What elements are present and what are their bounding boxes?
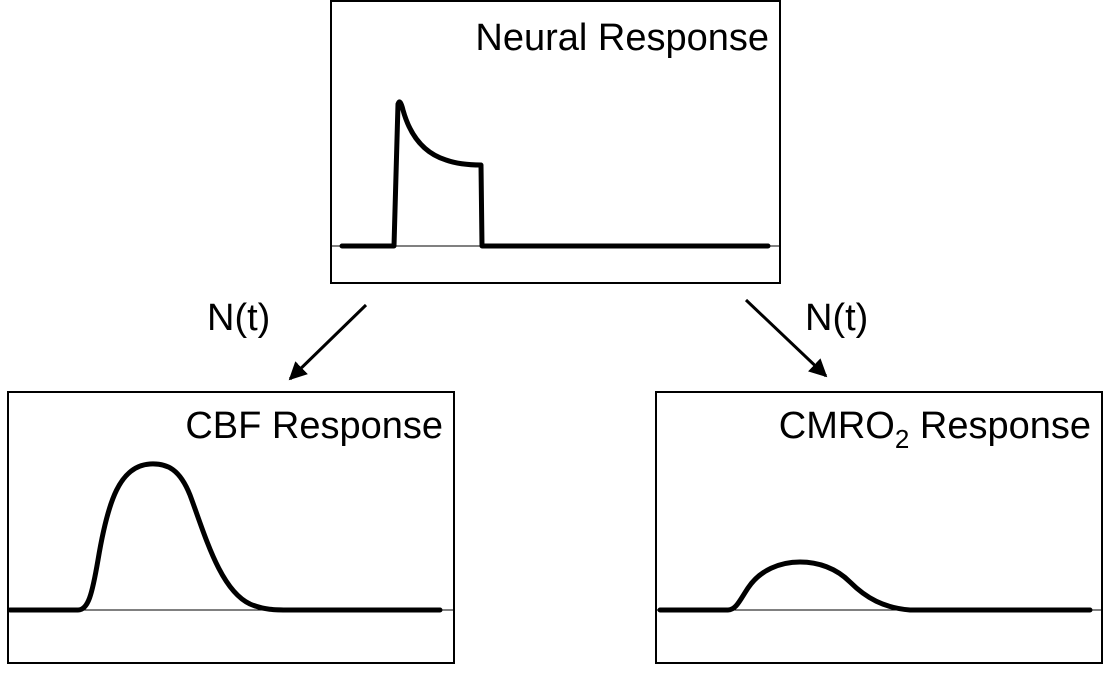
cmro2-response-frame xyxy=(655,391,1103,664)
neural-response-panel: Neural Response xyxy=(330,0,781,284)
arrow-right-line xyxy=(744,298,828,378)
cbf-response-frame xyxy=(7,391,455,664)
arrow-right-label: N(t) xyxy=(805,297,868,339)
cmro2-title-main: CMRO xyxy=(779,405,895,447)
cmro2-title-subscript: 2 xyxy=(895,424,909,454)
arrow-neural-to-cbf: N(t) xyxy=(207,297,368,381)
cmro2-response-curve xyxy=(657,559,1093,613)
cmro2-title-rest: Response xyxy=(909,405,1091,447)
neural-response-title: Neural Response xyxy=(475,17,769,59)
cbf-response-curve xyxy=(7,461,443,613)
arrow-left-label: N(t) xyxy=(207,297,270,339)
neural-response-curve xyxy=(339,99,771,249)
arrow-left-line xyxy=(288,303,368,381)
cbf-response-title: CBF Response xyxy=(185,405,443,447)
cmro2-response-panel: CMRO2 Response xyxy=(655,391,1103,664)
cmro2-response-title: CMRO2 Response xyxy=(779,405,1091,454)
neural-response-frame xyxy=(330,0,781,284)
arrow-neural-to-cmro2: N(t) xyxy=(744,297,868,378)
cbf-response-panel: CBF Response xyxy=(7,391,455,664)
